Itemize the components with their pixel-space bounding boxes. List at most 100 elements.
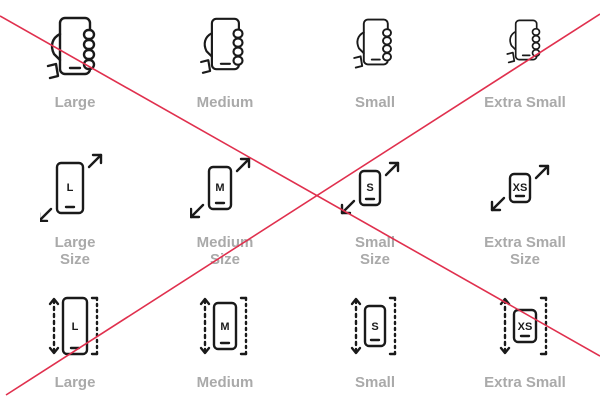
finger xyxy=(531,27,541,36)
icon-label: Large Size xyxy=(0,234,150,268)
size-badge-text: M xyxy=(220,321,229,333)
phone-resize-icon: S xyxy=(340,150,410,222)
icon-cell-small-size: S Small Size xyxy=(300,133,450,268)
icon-cell-large-hand: Large xyxy=(0,0,150,133)
icon-label-line-2: Size xyxy=(209,251,240,268)
icon-label: Extra Small Size xyxy=(450,234,600,268)
size-badge-text: L xyxy=(72,321,79,333)
icon-label: Extra Small xyxy=(484,94,566,111)
icon-cell-extra-small-height: XS Extra Small xyxy=(450,280,600,400)
arrow-up-right xyxy=(87,153,103,169)
finger xyxy=(531,34,541,43)
finger xyxy=(382,44,392,54)
icon-label-line-1: Medium xyxy=(196,234,254,251)
finger xyxy=(382,52,392,62)
arrow-down-left xyxy=(40,207,53,222)
icon-label: Large xyxy=(54,94,96,111)
finger xyxy=(82,58,96,71)
hand-phone-graphic xyxy=(200,17,244,74)
phone-height-graphic: L xyxy=(48,296,99,356)
size-badge-text: M xyxy=(215,182,224,194)
arrow-up-right xyxy=(384,161,400,177)
hand-phone-group xyxy=(46,16,96,80)
icon-cell-small-height: S Small xyxy=(300,280,450,400)
hand-holding-phone-icon xyxy=(490,10,560,82)
phone-resize-icon: XS xyxy=(490,150,560,222)
phone-resize-icon: L xyxy=(40,150,110,222)
icon-cell-extra-small-hand: Extra Small xyxy=(450,0,600,133)
finger xyxy=(82,48,96,61)
finger xyxy=(531,48,541,57)
hand-phone-group xyxy=(353,18,392,69)
size-badge-text: L xyxy=(67,182,74,194)
phone-resize-graphic: L xyxy=(40,153,103,222)
icon-label: Large xyxy=(54,374,96,391)
icon-label: Small xyxy=(354,94,396,111)
icon-cell-extra-small-size: XS Extra Small Size xyxy=(450,133,600,268)
wrist xyxy=(353,55,364,69)
arrow-down-left xyxy=(190,203,205,219)
size-badge-text: S xyxy=(366,182,373,194)
phone-resize-graphic: S xyxy=(340,161,400,215)
hand-phone-group xyxy=(200,17,244,74)
phone-height-graphic: S xyxy=(350,296,397,356)
finger xyxy=(382,36,392,46)
phone-resize-graphic: XS xyxy=(490,164,550,212)
icon-label-line-2: Size xyxy=(509,251,540,268)
finger xyxy=(531,41,541,50)
finger xyxy=(232,46,244,57)
icon-label: Medium Size xyxy=(150,234,300,268)
arrow-up-right xyxy=(534,164,550,180)
phone-resize-graphic: M xyxy=(190,157,251,219)
arrow-down-left xyxy=(340,199,356,215)
icon-cell-medium-size: M Medium Size xyxy=(150,133,300,268)
thumb xyxy=(50,32,62,62)
phone-height-icon: XS xyxy=(490,292,560,364)
finger xyxy=(232,55,244,66)
size-badge-text: XS xyxy=(518,321,533,333)
hand-holding-phone-icon xyxy=(340,10,410,82)
icon-label-line-2: Size xyxy=(359,251,390,268)
icon-label: Small xyxy=(354,374,396,391)
icon-label: Medium xyxy=(196,94,254,111)
finger xyxy=(82,38,96,51)
size-badge-text: XS xyxy=(513,182,528,194)
icon-cell-large-size: L Large Size xyxy=(0,133,150,268)
icon-label: Extra Small xyxy=(484,374,566,391)
hand-phone-graphic xyxy=(46,16,96,80)
hand-phone-graphic xyxy=(353,18,392,69)
icon-label-line-2: Size xyxy=(59,251,90,268)
size-badge-text: S xyxy=(371,321,378,333)
thumb xyxy=(509,30,517,51)
icon-cell-medium-height: M Medium xyxy=(150,280,300,400)
icon-label: Small Size xyxy=(300,234,450,268)
hand-holding-phone-icon xyxy=(190,10,260,82)
icon-cell-medium-hand: Medium xyxy=(150,0,300,133)
arrow-up-right xyxy=(235,157,251,173)
finger xyxy=(232,37,244,48)
thumb xyxy=(203,32,213,58)
phone-height-icon: L xyxy=(40,292,110,364)
wrist xyxy=(506,51,516,64)
hand-phone-group xyxy=(506,19,541,64)
icon-label: Medium xyxy=(196,374,254,391)
arrow-down-left xyxy=(490,196,506,212)
hand-holding-phone-icon xyxy=(40,10,110,82)
wrist xyxy=(200,59,212,74)
icon-label-line-1: Large xyxy=(54,234,96,251)
hand-phone-graphic xyxy=(506,19,541,64)
phone-resize-icon: M xyxy=(190,150,260,222)
phone-height-graphic: M xyxy=(199,296,248,356)
phone-height-icon: S xyxy=(340,292,410,364)
icon-cell-small-hand: Small xyxy=(300,0,450,133)
phone-height-icon: M xyxy=(190,292,260,364)
finger xyxy=(382,28,392,38)
icon-label-line-1: Extra Small xyxy=(484,234,566,251)
finger xyxy=(82,28,96,41)
wrist xyxy=(46,62,60,80)
icon-label-line-1: Small xyxy=(354,234,396,251)
thumb xyxy=(356,31,365,55)
finger xyxy=(232,28,244,39)
icon-cell-large-height: L Large xyxy=(0,280,150,400)
